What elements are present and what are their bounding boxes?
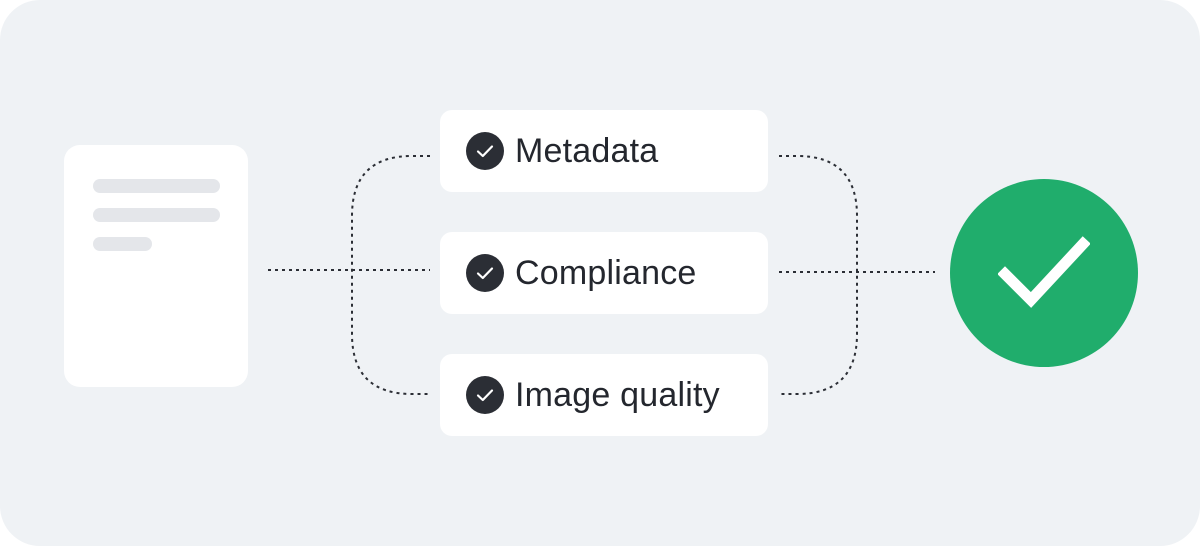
check-label: Image quality bbox=[515, 375, 720, 414]
check-card-metadata: Metadata bbox=[440, 110, 768, 192]
check-card-compliance: Compliance bbox=[440, 232, 768, 314]
check-card-image-quality: Image quality bbox=[440, 354, 768, 436]
check-circle-icon bbox=[466, 132, 504, 170]
left-top-connector bbox=[351, 155, 430, 395]
check-circle-icon bbox=[466, 376, 504, 414]
check-label: Metadata bbox=[515, 131, 659, 170]
document-line bbox=[93, 179, 220, 193]
document-line bbox=[93, 208, 220, 222]
document-icon bbox=[64, 145, 248, 387]
checkmark-icon bbox=[998, 236, 1090, 308]
document-line bbox=[93, 237, 152, 251]
right-top-connector bbox=[779, 155, 858, 395]
check-label: Compliance bbox=[515, 253, 697, 292]
success-result bbox=[950, 179, 1138, 367]
check-circle-icon bbox=[466, 254, 504, 292]
